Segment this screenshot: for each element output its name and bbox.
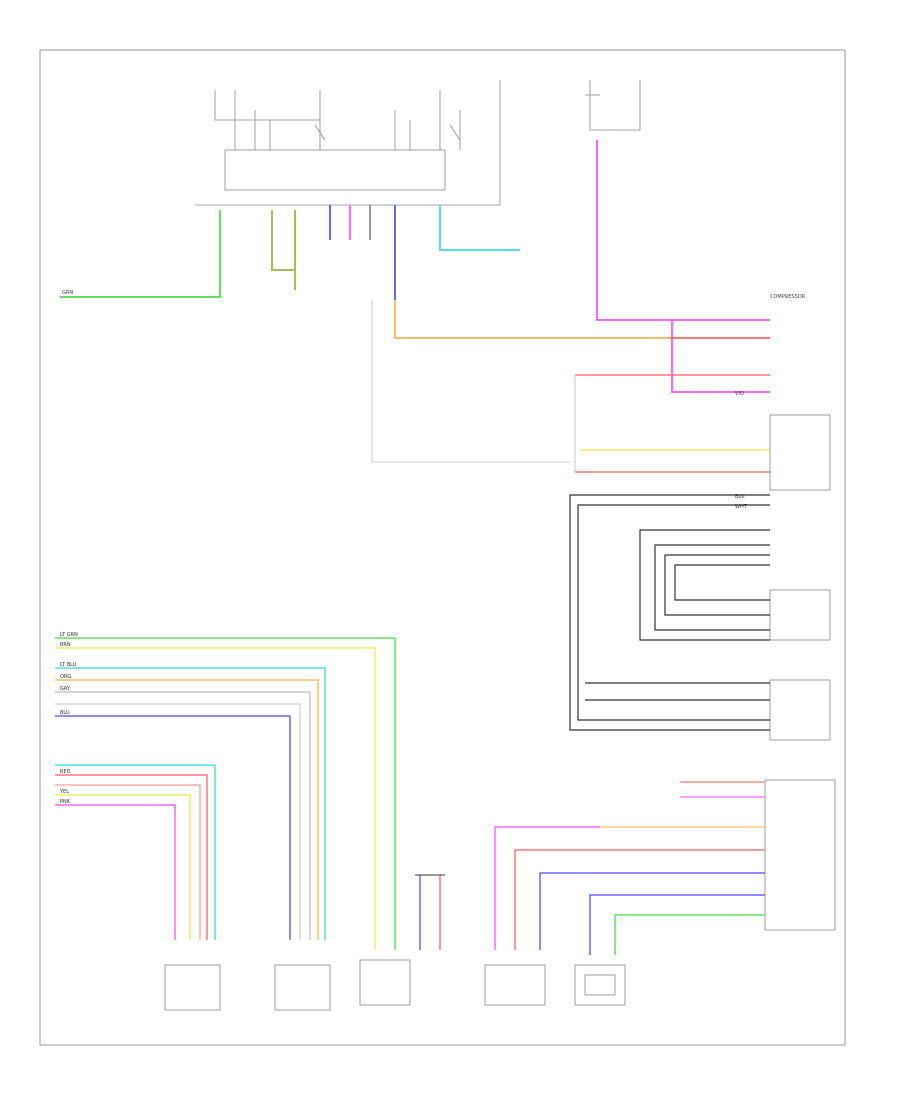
left-modules	[164, 959, 411, 1011]
wire-green-bundle	[55, 637, 396, 950]
label-grn-left: GRN	[62, 290, 73, 296]
label-compressor: COMPRESSOR	[770, 294, 806, 300]
wire-red-bundle-2	[55, 774, 208, 940]
label-ltblu: LT BLU	[60, 662, 77, 668]
label-blk: BLK	[735, 494, 745, 500]
label-yel: YEL	[59, 789, 69, 795]
bottom-modules	[484, 964, 626, 1006]
wire-red-bottom	[514, 849, 765, 950]
wire-pink-drop	[671, 320, 770, 393]
label-red: RED	[60, 769, 71, 775]
wire-orange-bundle	[55, 679, 319, 940]
wire-green-left	[60, 210, 221, 298]
wire-pink-right	[596, 140, 770, 321]
wire-yellow-bundle-2	[55, 794, 191, 940]
label-wht: WHT	[735, 504, 748, 510]
wire-blue-bottom-2	[589, 894, 765, 955]
wire-gray-bundle-2	[55, 703, 301, 940]
relay-top-right	[585, 80, 641, 131]
wire-gray-bundle-1	[55, 691, 311, 940]
wire-cyan-bundle-2	[55, 764, 216, 940]
wire-gray-dotted	[371, 300, 570, 463]
label-org: ORG	[60, 674, 71, 680]
wire-magenta-bundle-2	[55, 804, 176, 940]
wire-pink-bundle-2	[55, 784, 201, 940]
wire-yellow-bundle	[55, 647, 376, 950]
label-blu: BLU	[60, 710, 70, 716]
right-connectors	[764, 414, 836, 931]
wire-blue-bundle	[55, 715, 291, 940]
wire-olive-1	[271, 210, 295, 271]
wire-blue-bottom	[539, 872, 765, 950]
wire-cyan	[439, 205, 520, 251]
label-vio: VIO	[735, 391, 744, 397]
label-pnk: PNK	[60, 799, 71, 805]
label-ltgrn: LT GRN	[60, 632, 78, 638]
wire-orange	[394, 300, 670, 339]
wire-cyan-bundle	[55, 667, 326, 940]
wire-green-bottom	[614, 914, 765, 955]
wire-pink-bottom	[494, 826, 765, 950]
diagram-border	[39, 49, 846, 1046]
label-brn: BRN	[60, 642, 71, 648]
label-gry: GRY	[60, 686, 71, 692]
black-loop-wires	[569, 494, 770, 731]
switch-assembly	[195, 80, 501, 206]
